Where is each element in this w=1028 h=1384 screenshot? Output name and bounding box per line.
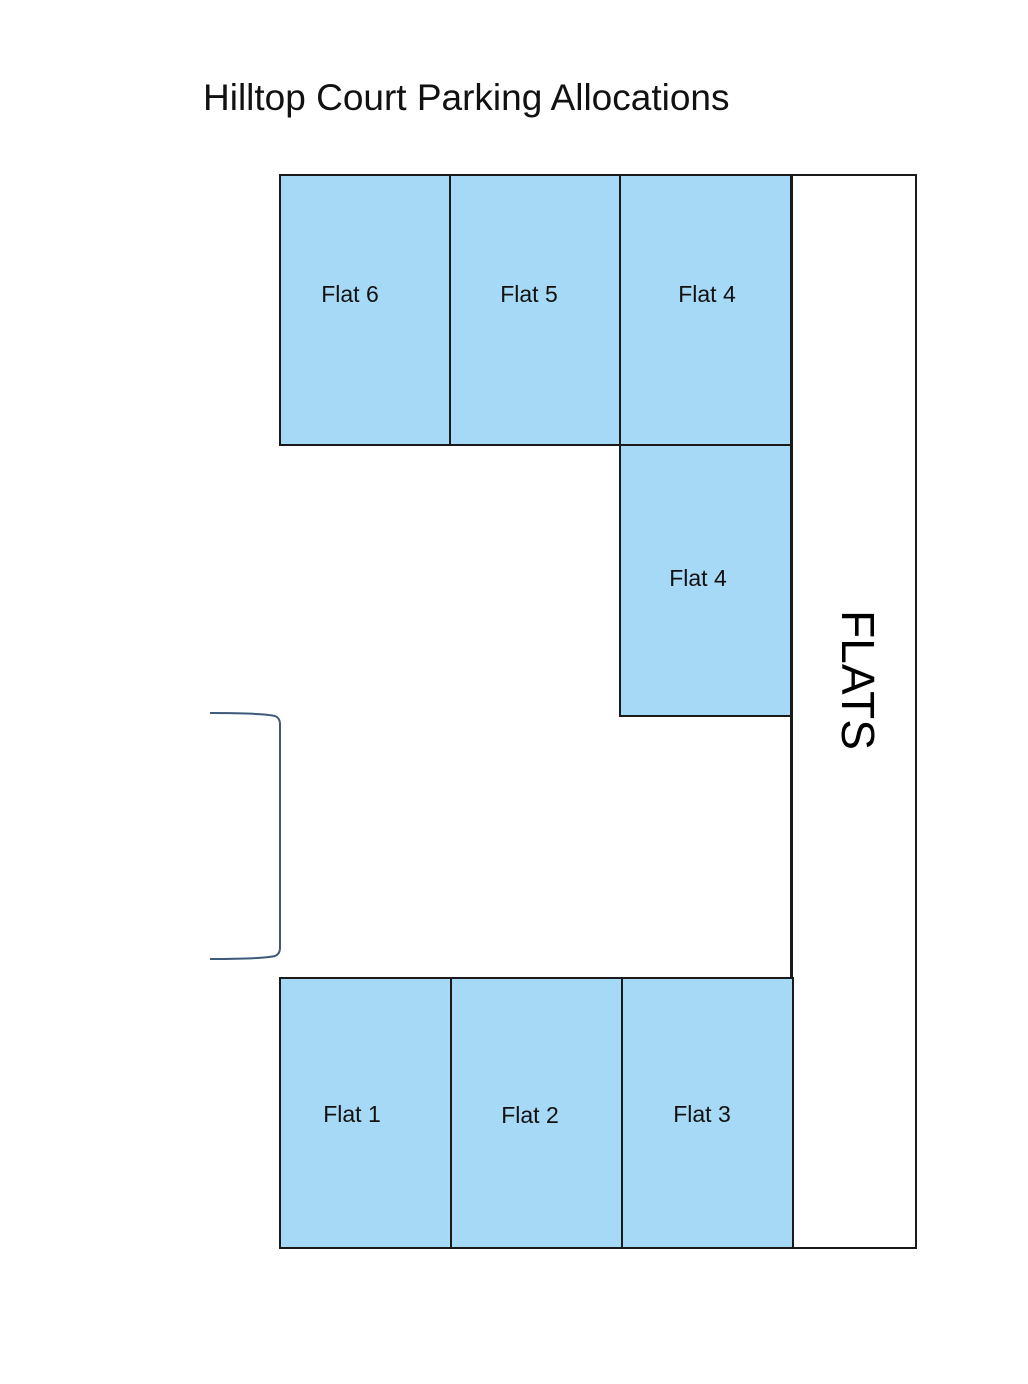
parking-bay[interactable]: Flat 1 [279,977,452,1249]
parking-bay-label: Flat 4 [669,565,727,591]
parking-bay-shape [621,977,794,1249]
parking-bay[interactable]: Flat 2 [450,977,623,1249]
parking-bay-label: Flat 4 [678,281,736,307]
parking-bay[interactable]: Flat 6 [279,174,451,446]
parking-bay-label: Flat 5 [500,281,558,307]
parking-bay[interactable]: Flat 5 [449,174,621,446]
parking-bay-shape [619,174,792,446]
parking-bay-shape [619,444,792,717]
entrance-bracket [209,712,281,960]
parking-bay-label: Flat 2 [501,1102,559,1128]
parking-bay-shape [450,977,623,1249]
flats-label: FLATS [832,610,884,750]
parking-bay-label: Flat 6 [321,281,379,307]
parking-bay[interactable]: Flat 4 [619,174,792,446]
parking-bay-shape [279,977,452,1249]
parking-bay-shape [279,174,451,446]
parking-bay-label: Flat 1 [323,1101,381,1127]
parking-bay[interactable]: Flat 3 [621,977,794,1249]
parking-bay-shape [449,174,621,446]
parking-bay-label: Flat 3 [673,1101,731,1127]
flats-building [791,174,917,1249]
diagram-title: Hilltop Court Parking Allocations [203,77,729,118]
parking-bays: Flat 6 Flat 5 Flat 4 Flat 4 Flat 1 Flat … [279,174,794,1249]
parking-bay[interactable]: Flat 4 [619,444,792,717]
